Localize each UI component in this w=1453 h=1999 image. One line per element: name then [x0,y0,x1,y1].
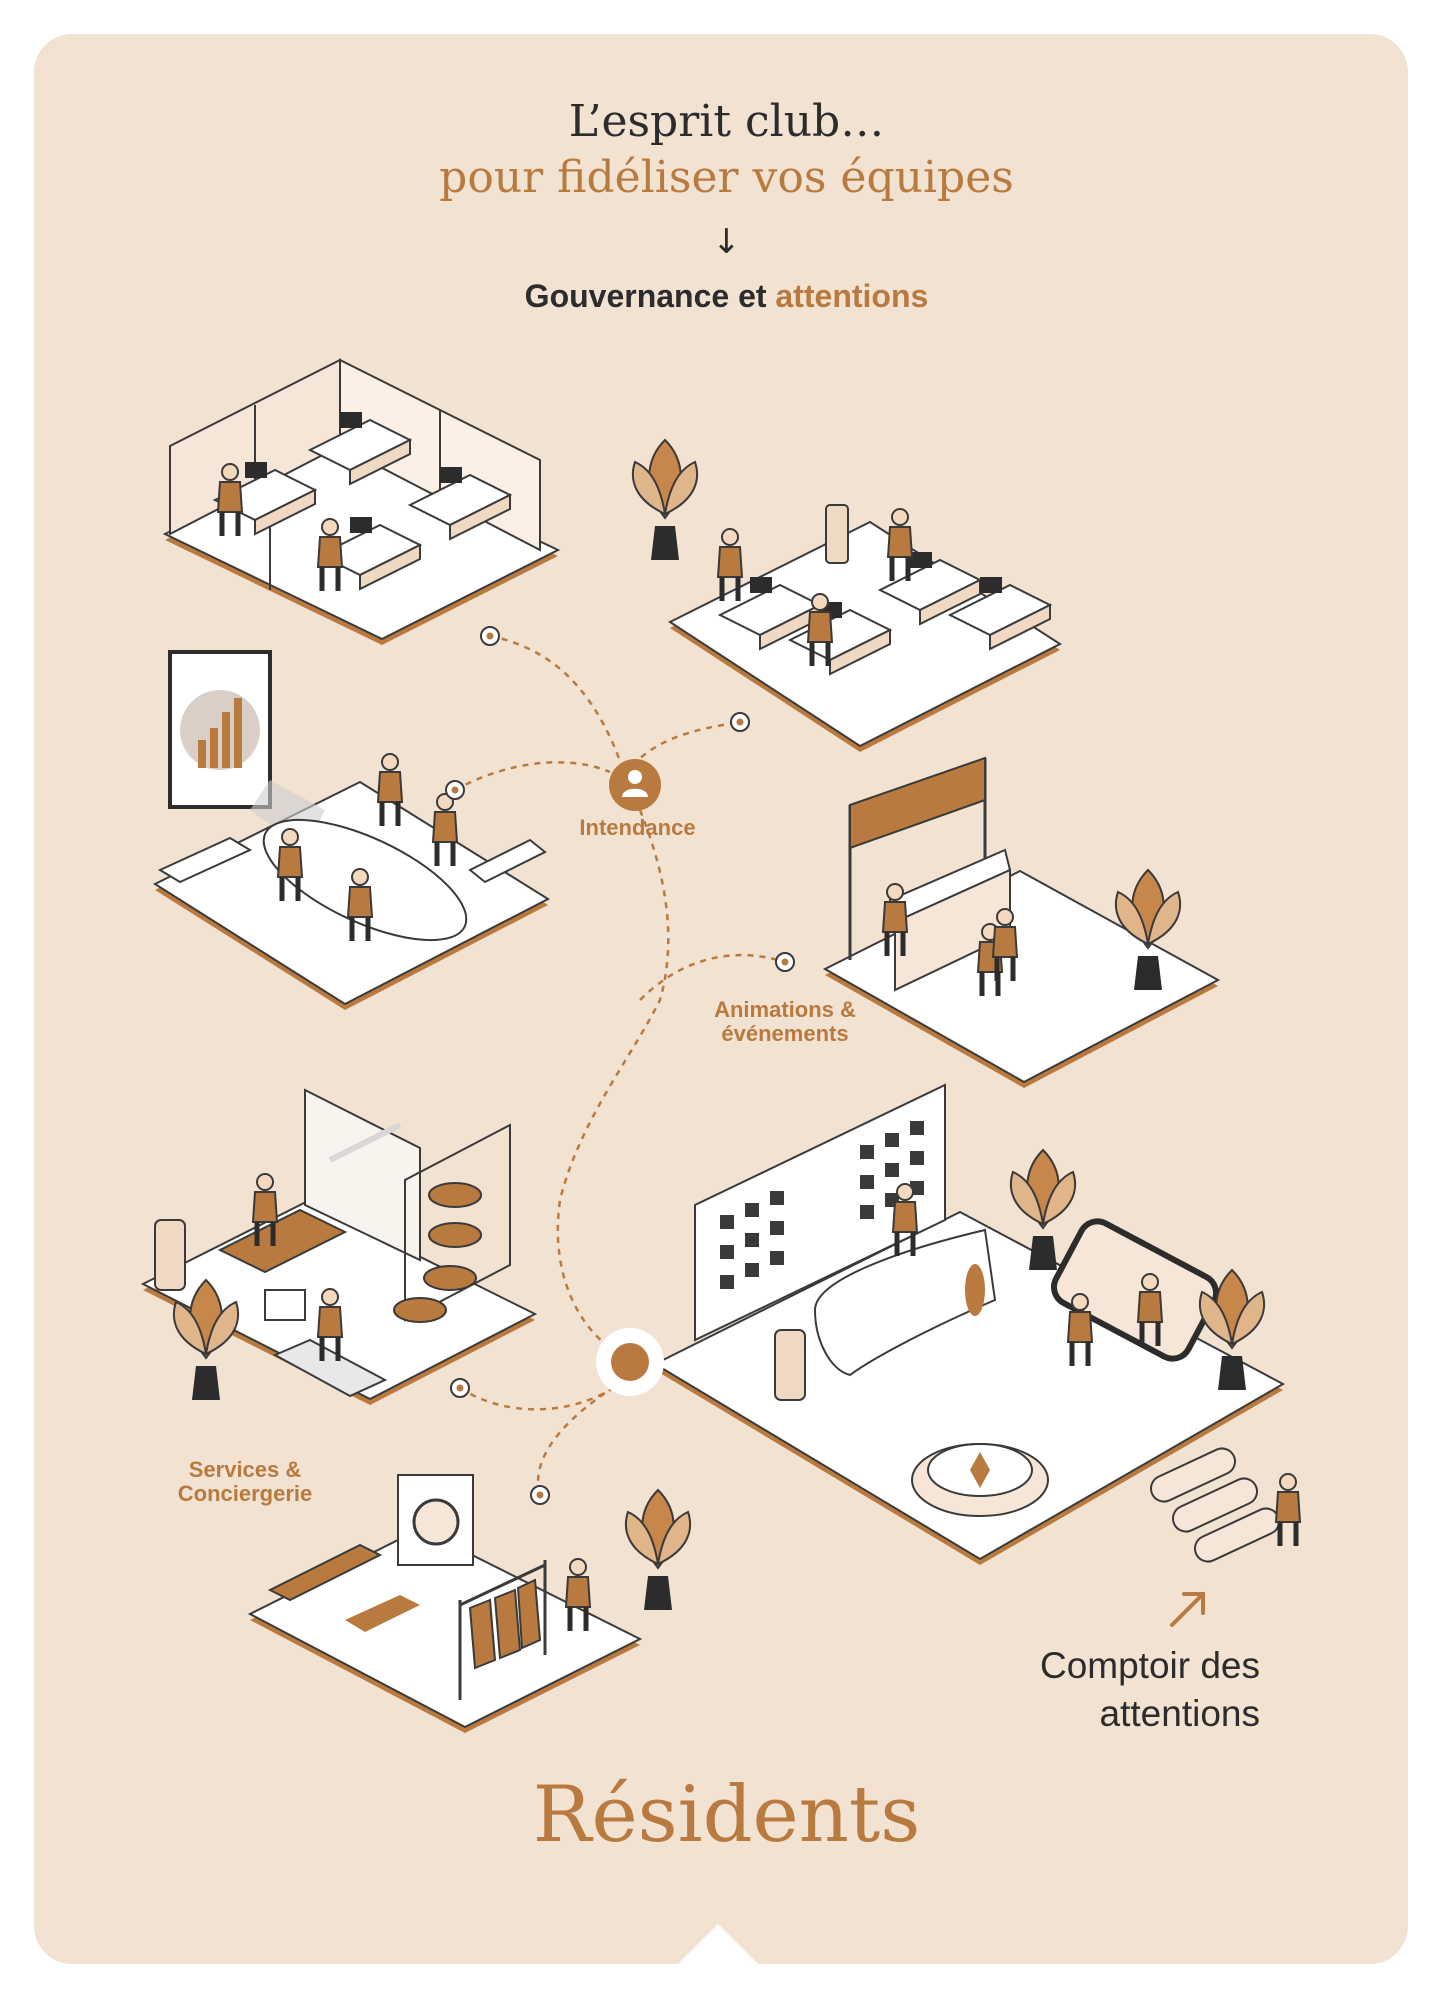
label-comptoir: Comptoir des attentions [900,1642,1260,1738]
events-room [822,756,1221,1088]
down-arrow-icon: ↓ [712,222,741,262]
path-endpoints [445,626,795,1505]
central-hub-node [596,1328,664,1396]
label-comptoir-line-1: Comptoir des [1039,1645,1260,1686]
lobby-room [652,1083,1286,1565]
label-comptoir-line-2: attentions [1099,1693,1260,1734]
intendance-node [609,759,661,811]
cubicles-room [162,358,561,645]
meeting-room [152,650,551,1010]
residents-title: Résidents [532,1770,921,1860]
arrow-up-right-icon [1170,1592,1205,1627]
label-services-line-1: Services & [188,1457,302,1482]
subtitle-part-1: Gouvernance et [524,278,767,314]
title-line-2: pour fidéliser vos équipes [439,152,1014,203]
subtitle: Gouvernance et attentions [0,278,1453,315]
concierge-room [247,1474,643,1733]
label-services-line-2: Conciergerie [177,1481,313,1506]
gym-room [140,1088,538,1405]
entrance-stairs [1149,1447,1300,1563]
title-line-1: L’esprit club… [568,96,885,147]
open-space-room [667,504,1063,752]
label-animations-line-1: Animations & [714,997,856,1022]
plant-6 [624,1489,692,1611]
subtitle-part-2: attentions [775,278,929,314]
label-animations: Animations & événements [665,998,905,1046]
plant-1 [631,439,699,561]
label-animations-line-2: événements [721,1021,849,1046]
label-intendance: Intendance [579,815,696,840]
label-services: Services & Conciergerie [140,1458,350,1506]
user-icon [622,770,648,797]
